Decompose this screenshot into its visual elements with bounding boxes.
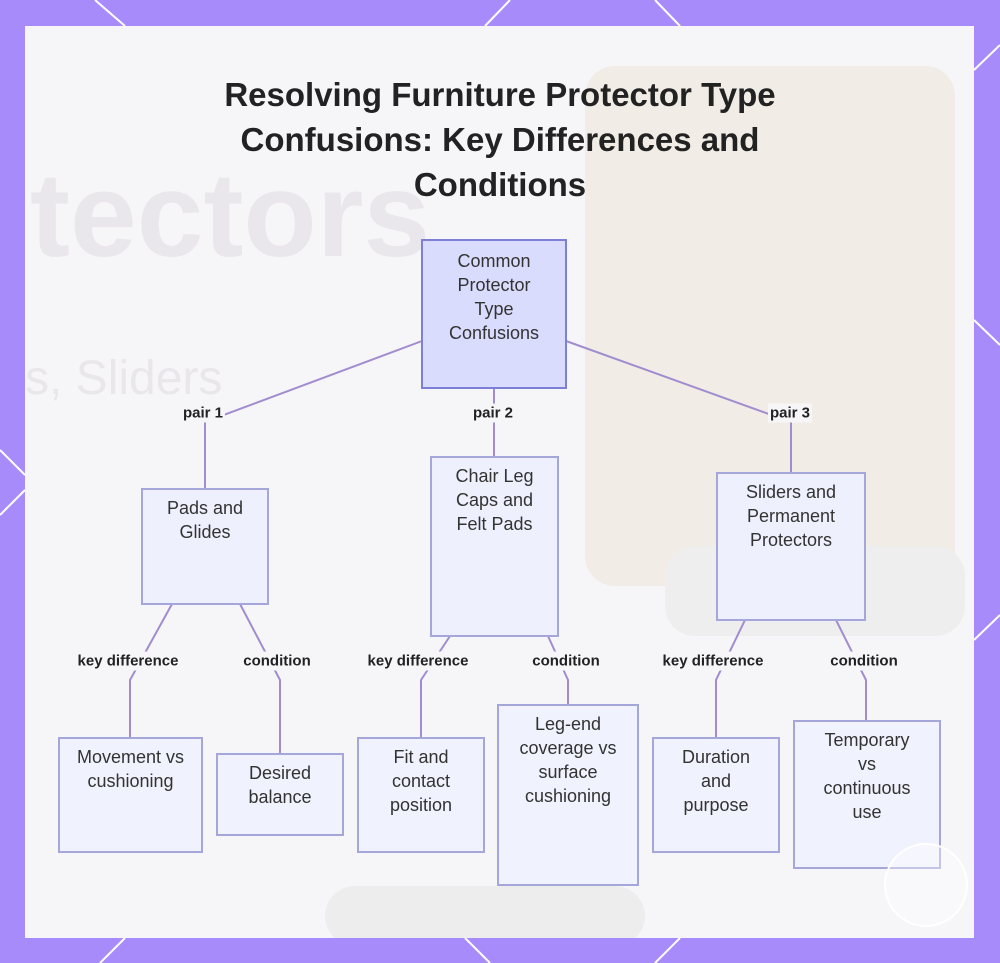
pair2-condition-label: Leg-end coverage vs surface cushioning xyxy=(519,714,617,806)
edge-pair3-difference xyxy=(715,619,746,737)
edge-label-pair1-condition: condition xyxy=(241,651,313,671)
root-node-label: Common Protector Type Confusions xyxy=(448,251,540,343)
background-blur-shape xyxy=(325,886,645,938)
edge-pair3-condition xyxy=(835,619,867,720)
edge-label-pair2-condition: condition xyxy=(530,651,602,671)
diagram-title: Resolving Furniture Protector Type Confu… xyxy=(224,76,776,203)
background-text-small: s, Sliders xyxy=(25,352,223,405)
pair3-difference-label: Duration and purpose xyxy=(681,747,751,815)
edge-pair2-condition xyxy=(547,635,569,704)
pair2-node[interactable]: Chair Leg Caps and Felt Pads xyxy=(430,456,559,637)
watermark-badge xyxy=(884,843,968,927)
pair3-condition-label: Temporary vs continuous use xyxy=(823,730,911,822)
pair2-node-label: Chair Leg Caps and Felt Pads xyxy=(455,466,534,534)
edge-label-pair2-difference: key difference xyxy=(365,651,471,671)
edge-label-pair2: pair 2 xyxy=(470,403,516,423)
pair3-condition-node[interactable]: Temporary vs continuous use xyxy=(793,720,941,869)
edge-label-pair3: pair 3 xyxy=(767,403,813,423)
edge-label-pair3-condition: condition xyxy=(828,651,900,671)
pair1-difference-node[interactable]: Movement vs cushioning xyxy=(58,737,203,853)
edge-label-pair1-difference: key difference xyxy=(75,651,181,671)
pair1-difference-label: Movement vs cushioning xyxy=(76,747,185,791)
edge-root-pair3 xyxy=(565,340,792,472)
pair1-condition-node[interactable]: Desired balance xyxy=(216,753,344,836)
root-node[interactable]: Common Protector Type Confusions xyxy=(421,239,567,389)
pair1-node[interactable]: Pads and Glides xyxy=(141,488,269,605)
pair2-condition-node[interactable]: Leg-end coverage vs surface cushioning xyxy=(497,704,639,886)
pair1-node-label: Pads and Glides xyxy=(166,498,244,542)
pair3-difference-node[interactable]: Duration and purpose xyxy=(652,737,780,853)
edge-pair2-difference xyxy=(420,635,451,737)
edge-pair1-condition xyxy=(239,603,281,753)
edge-pair1-difference xyxy=(129,603,173,737)
pair3-node[interactable]: Sliders and Permanent Protectors xyxy=(716,472,866,621)
background-text-large: tectors xyxy=(30,148,431,282)
pair3-node-label: Sliders and Permanent Protectors xyxy=(745,482,837,550)
edge-label-pair3-difference: key difference xyxy=(660,651,766,671)
pair2-difference-node[interactable]: Fit and contact position xyxy=(357,737,485,853)
pair1-condition-label: Desired balance xyxy=(248,763,312,807)
edge-label-pair1: pair 1 xyxy=(180,403,226,423)
pair2-difference-label: Fit and contact position xyxy=(389,747,453,815)
edge-root-pair1 xyxy=(204,340,423,488)
